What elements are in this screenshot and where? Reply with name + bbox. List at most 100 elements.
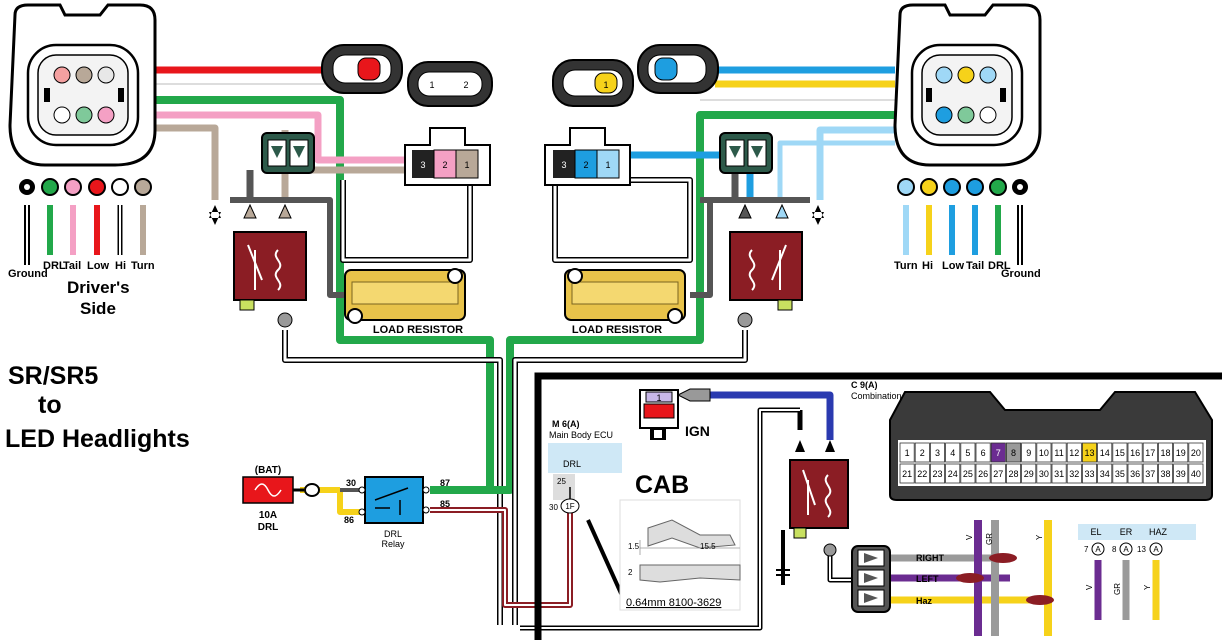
meter-pin-cell [975,442,991,463]
meter-name: Combination Meter [851,391,927,401]
meter-pin-label: 13 [1084,448,1094,458]
terminal-dim-3: 2 [628,568,633,577]
signal-left-label: LEFT [916,574,939,584]
indicator-wire-gr: GR [1113,583,1122,595]
meter-pin-label: 3 [935,448,940,458]
cab-label: CAB [635,471,689,499]
meter-pin-label: 8 [1011,448,1016,458]
meter-pin-cell [1036,442,1052,463]
meter-pin-cell [975,463,991,484]
meter-pin-label: 15 [1115,448,1125,458]
meter-pin-cell [1158,442,1174,463]
meter-pin-label: 34 [1100,469,1110,479]
meter-pin-cell [1173,463,1189,484]
relay-label-line2: Relay [381,539,405,549]
ign-label: IGN [685,423,710,439]
relay-pin-85: 85 [440,499,450,509]
drl-fuse: (BAT) 10A DRL [242,465,320,533]
meter-pin-label: 37 [1145,469,1155,479]
meter-pin-cell [914,442,930,463]
title-line1: SR/SR5 [8,362,98,390]
left-headlight-relay [209,203,307,328]
ecu-name: Main Body ECU [549,430,613,440]
meter-pin-cell [1173,442,1189,463]
right-load-resistor-label: LOAD RESISTOR [572,324,662,336]
legend-ground-right: Ground [1001,268,1041,280]
meter-pin-label: 21 [902,469,912,479]
ign-pin: 1 [656,393,661,403]
meter-pin-label: 9 [1026,448,1031,458]
meter-pin-cell [1021,463,1037,484]
left-load-resistor: LOAD RESISTOR [344,268,466,336]
meter-pin-cell [1127,442,1143,463]
wire-code-gr: GR [985,533,994,545]
meter-pin-label: 38 [1160,469,1170,479]
meter-code: C 9(A) [851,380,878,390]
left-3pin-plug: 3 2 1 [404,127,491,186]
meter-pin-cell [1097,463,1113,484]
indicator-haz: HAZ [1149,527,1168,537]
yellow-plug-connector: 1 [552,59,634,107]
meter-pin-cell [1066,442,1082,463]
meter-pin-cell [1082,442,1098,463]
meter-pin-cell [1188,442,1204,463]
meter-pin-label: 7 [996,448,1001,458]
ecu-pin-id: 1F [565,502,574,511]
bat-label: (BAT) [255,465,281,476]
meter-pin-label: 17 [1145,448,1155,458]
left-headlight-connector [8,3,157,167]
indicator-a-13: A [1153,545,1159,554]
right-headlight-relay [729,203,824,328]
meter-pin-label: 35 [1115,469,1125,479]
terminal-dim-2: 15.5 [700,542,716,551]
meter-pin-cell [945,463,961,484]
terminal-dim-1: 1.5 [628,542,640,551]
meter-pin-label: 2 [920,448,925,458]
meter-pin-label: 4 [950,448,955,458]
meter-pin-label: 16 [1130,448,1140,458]
meter-pin-cell [1112,463,1128,484]
meter-pin-cell [899,442,915,463]
meter-pin-label: 14 [1100,448,1110,458]
title-line3: LED Headlights [5,425,190,453]
meter-pin-label: 33 [1084,469,1094,479]
ecu-pin-30: 30 [549,503,558,512]
left-plug-pin-2: 2 [442,160,447,170]
meter-pin-cell [1142,442,1158,463]
left-plug-pin-1: 1 [464,160,469,170]
ecu-code: M 6(A) [552,419,580,429]
legend-low-right: Low [942,260,964,272]
meter-pin-cell [1082,463,1098,484]
wire-code-v: V [965,534,974,540]
legend-tail-right: Tail [966,260,984,272]
right-wire-legend: Turn Hi Low Tail DRL Ground [894,178,1041,280]
legend-turn-left: Turn [131,260,155,272]
relay-pin-86: 86 [344,515,354,525]
meter-pin-label: 40 [1191,469,1201,479]
legend-ground-left: Ground [8,268,48,280]
terminal-part-label: 0.64mm 8100-3629 [626,597,721,609]
meter-pin-label: 10 [1039,448,1049,458]
right-3pin-plug: 3 2 1 [544,127,631,186]
indicator-wire-v: V [1085,584,1094,590]
meter-pin-cell [1112,442,1128,463]
meter-pin-label: 24 [948,469,958,479]
cab-boundary [534,372,1222,640]
meter-pin-label: 28 [1008,469,1018,479]
meter-pin-label: 29 [1024,469,1034,479]
meter-pin-cell [1051,463,1067,484]
meter-pin-label: 18 [1160,448,1170,458]
red-plug-connector [321,44,403,94]
meter-pin-label: 5 [965,448,970,458]
meter-pin-label: 36 [1130,469,1140,479]
wire-code-y: Y [1035,534,1044,540]
fuse-label-line1: 10A [259,510,277,521]
indicator-a-8: A [1123,545,1129,554]
indicator-pin-7: 7 [1084,545,1089,554]
meter-pin-cell [1051,442,1067,463]
signal-right-label: RIGHT [916,553,945,563]
relay-pin-87: 87 [440,478,450,488]
